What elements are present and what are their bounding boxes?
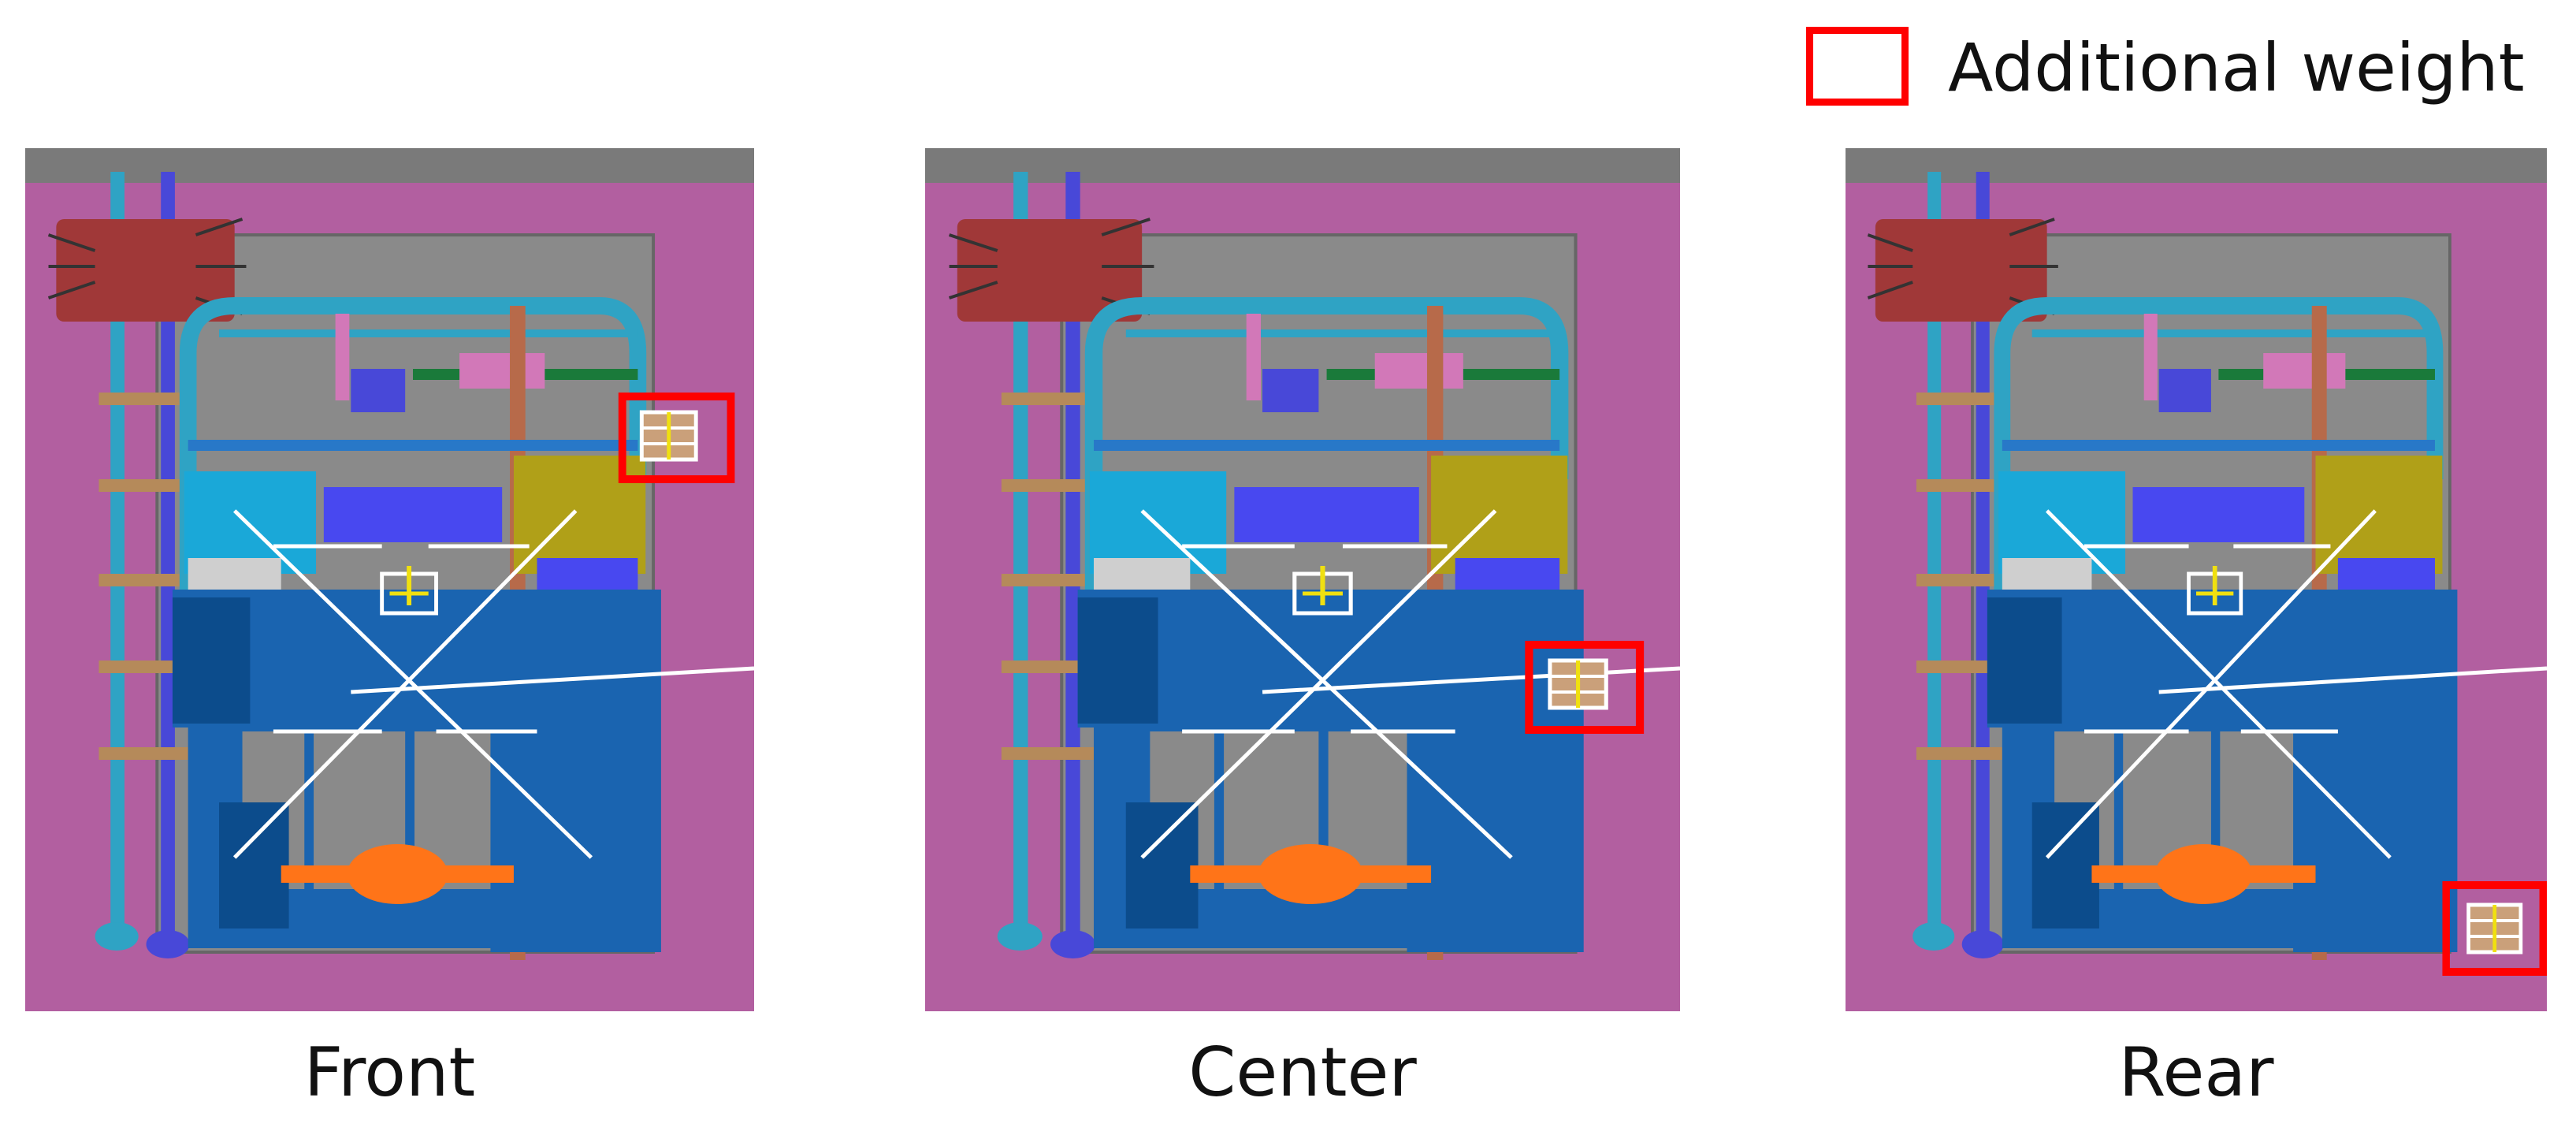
additional-weight-highlight-center (1525, 641, 1645, 734)
front-diagram (25, 148, 754, 1011)
panel-rear (1846, 148, 2547, 1011)
legend-swatch-red-box (1806, 27, 1909, 106)
additional-weight-marker-front (641, 412, 696, 460)
panel-front (25, 148, 754, 1011)
additional-weight-marker-center (1550, 661, 1606, 708)
additional-weight-marker-rear (2469, 905, 2521, 952)
legend-label: Additional weight (1948, 29, 2525, 106)
additional-weight-highlight-rear (2442, 881, 2547, 976)
additional-weight-highlight-front (618, 393, 735, 483)
caption-rear: Rear (2118, 1033, 2274, 1112)
center-diagram (925, 148, 1680, 1011)
rear-diagram (1846, 148, 2547, 1011)
panel-center (925, 148, 1680, 1011)
caption-front: Front (303, 1033, 476, 1112)
caption-center: Center (1188, 1033, 1417, 1112)
